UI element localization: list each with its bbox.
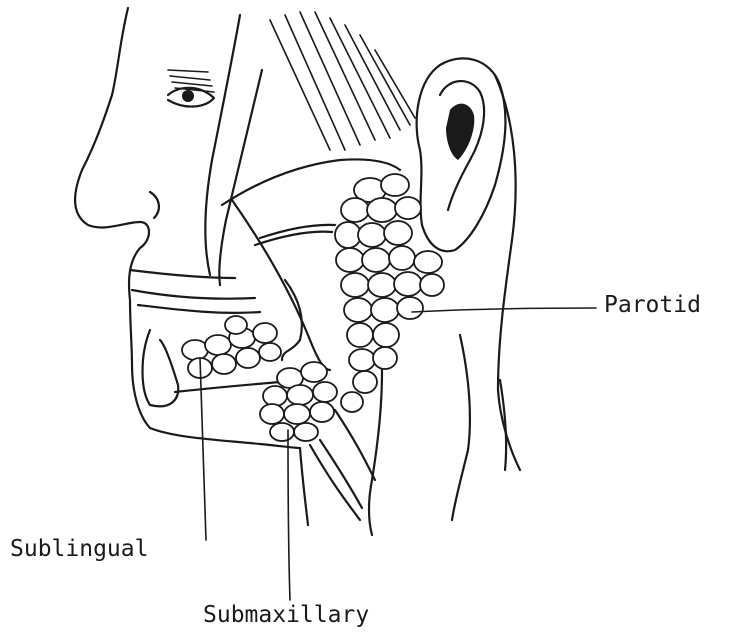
sublingual-label: Sublingual: [10, 538, 148, 561]
temporal-muscle-hatching: [270, 12, 415, 150]
submaxillary-leader-line: [288, 430, 290, 600]
ear-concha-shading: [446, 104, 474, 160]
masseter-line-2: [255, 225, 335, 245]
upper-lip-lines: [130, 270, 260, 313]
parotid-gland: [335, 174, 444, 412]
parotid-label: Parotid: [604, 294, 701, 317]
back-of-head-outline: [495, 75, 520, 470]
eye-pupil: [182, 90, 194, 102]
chin-inner-curve: [143, 330, 179, 406]
sublingual-gland: [182, 316, 281, 378]
neck-line-4: [310, 440, 362, 520]
submaxillary-label: Submaxillary: [203, 604, 369, 627]
neck-line-5: [335, 410, 375, 480]
neck-line-2: [452, 335, 470, 520]
submaxillary-gland: [260, 362, 337, 441]
cheek-line-2: [219, 70, 262, 285]
mandible-outline: [282, 280, 302, 360]
nostril-curve: [150, 192, 159, 218]
sublingual-leader-line: [200, 358, 206, 540]
